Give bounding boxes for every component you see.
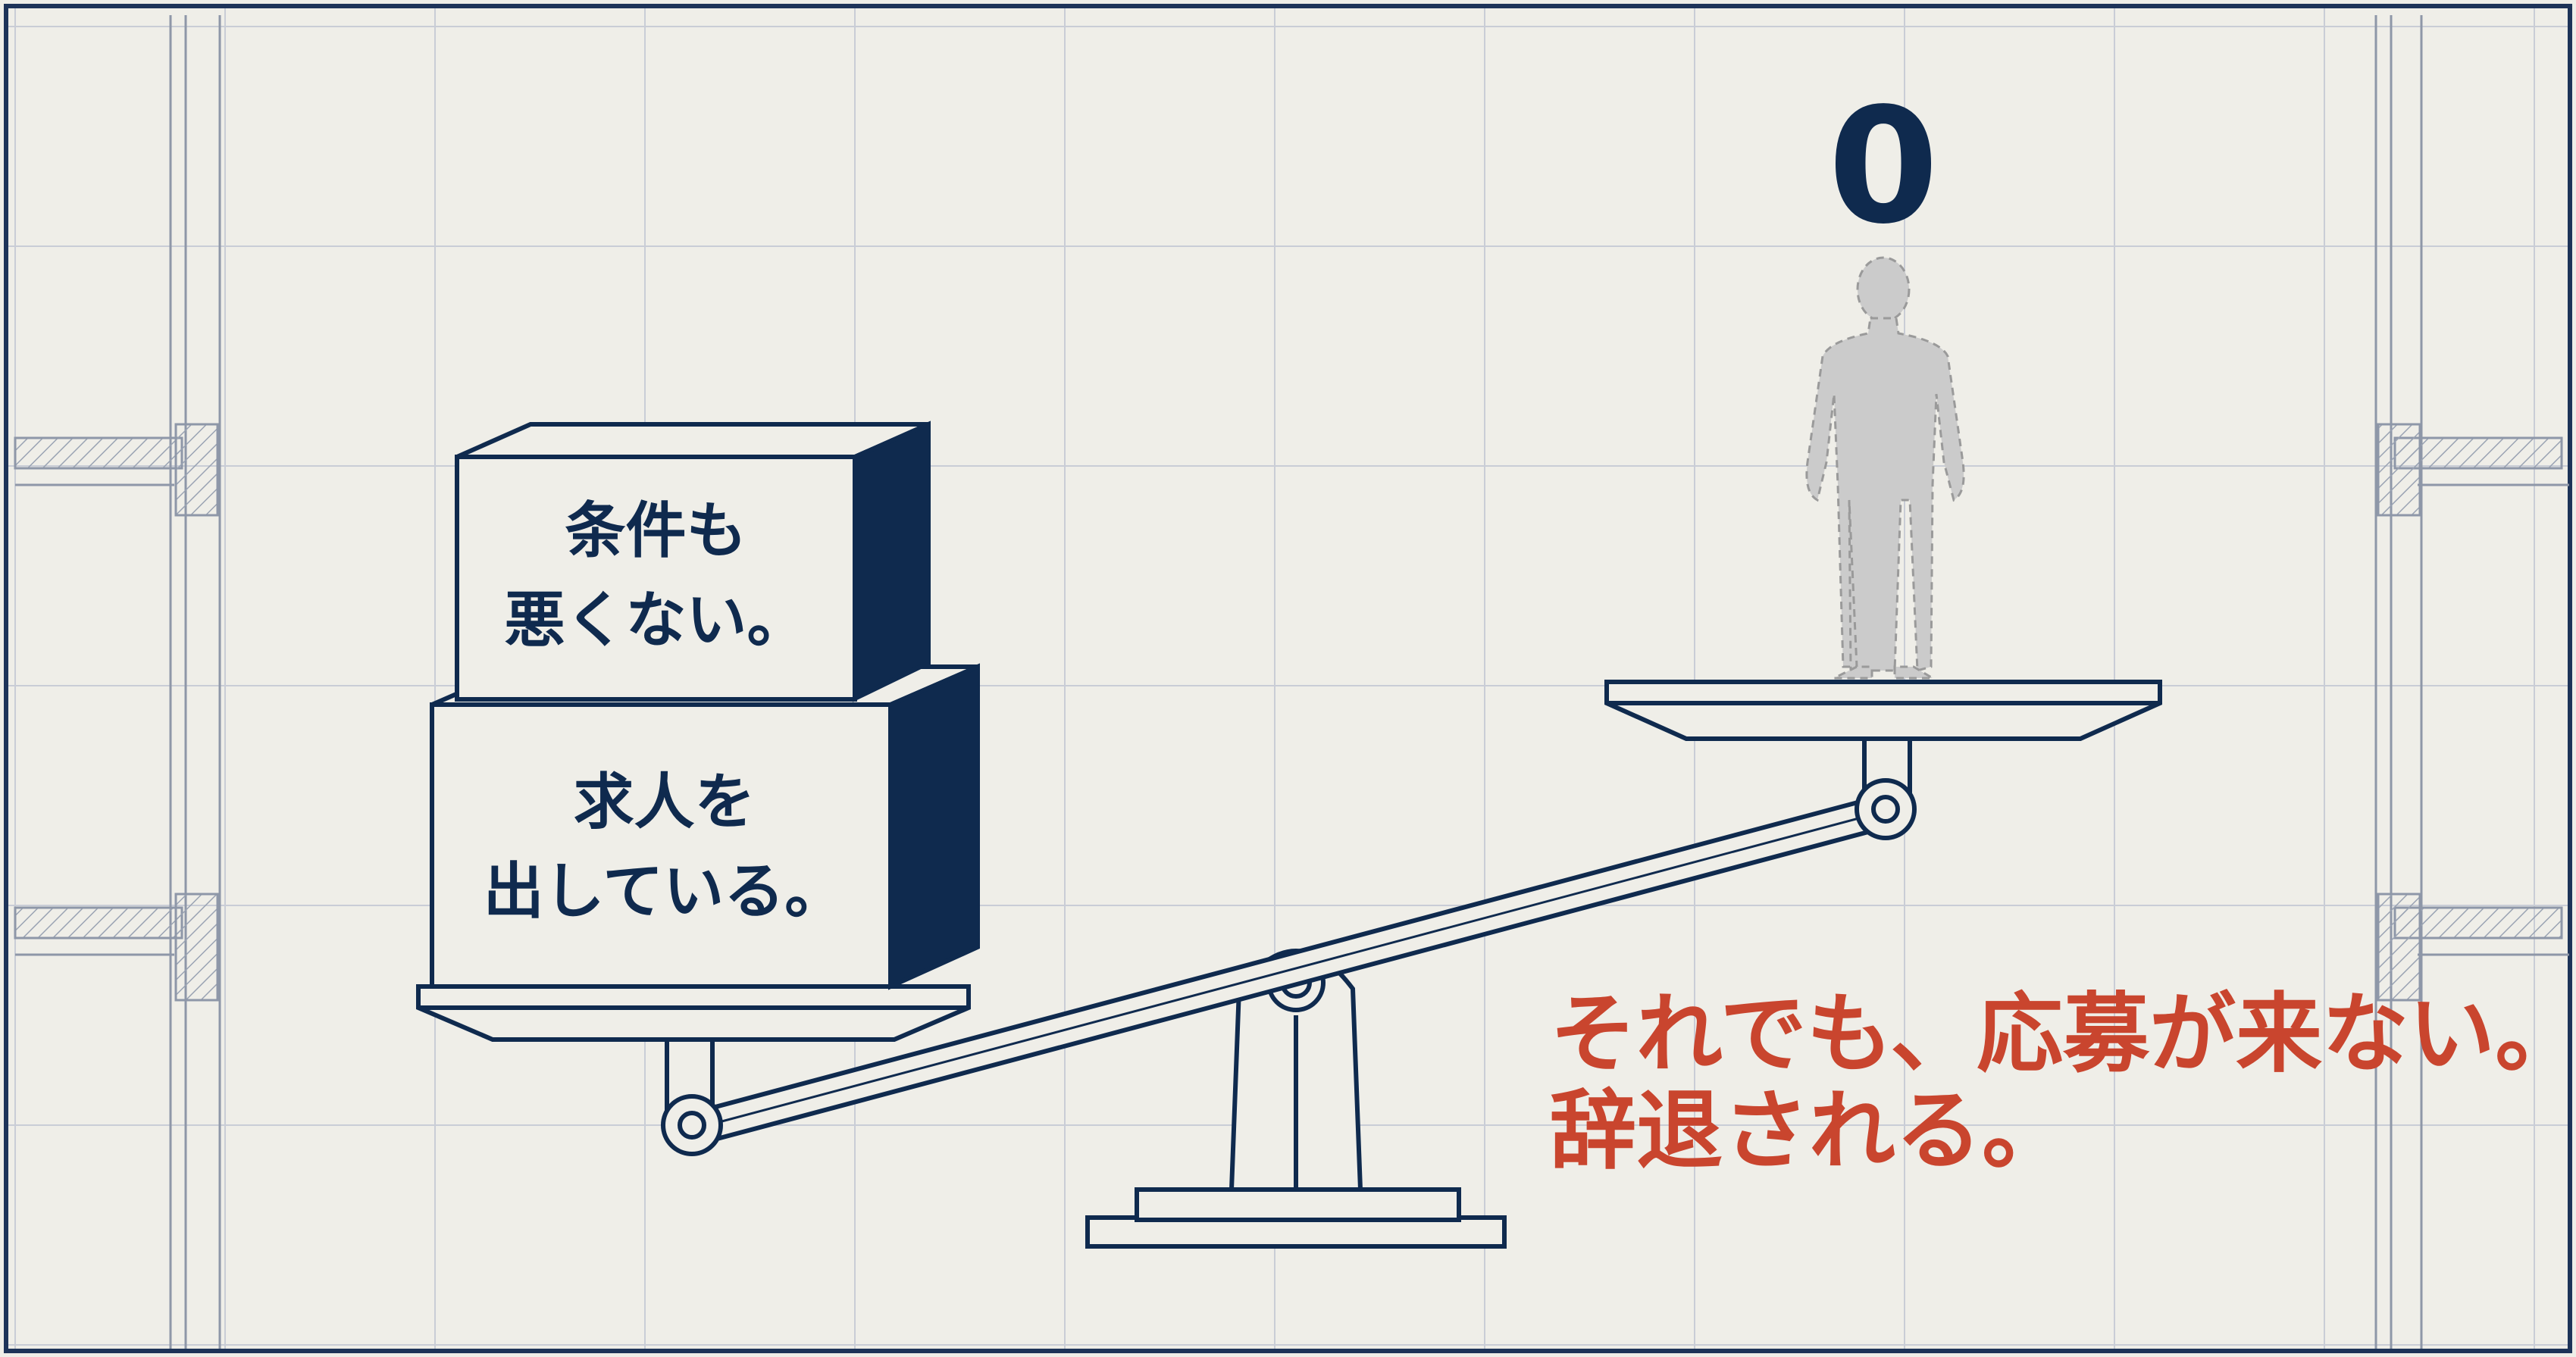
right-wall-detail: [2374, 15, 2569, 1349]
message-line2: 辞退される。: [1550, 1080, 2069, 1181]
box-job-posting-label: 求人を 出している。: [435, 758, 894, 936]
box-job-posting-line2: 出している。: [483, 856, 846, 927]
counter-value: 0: [1827, 73, 1939, 259]
box-conditions: [455, 421, 931, 702]
left-pan: [416, 984, 971, 1156]
blueprint-grid: [8, 8, 2568, 1349]
message-line1: それでも、応募が来ない。: [1550, 983, 2576, 1084]
box-conditions-line2: 悪くない。: [504, 585, 808, 655]
left-wall-detail: [14, 15, 221, 1349]
person-silhouette-icon: [1805, 256, 1965, 680]
message-text: それでも、応募が来ない。 辞退される。: [1550, 985, 2576, 1179]
frame-border: [4, 4, 2572, 1353]
box-job-posting-line1: 求人を: [573, 767, 756, 837]
box-conditions-label: 条件も 悪くない。: [457, 486, 855, 665]
box-conditions-line1: 条件も: [565, 496, 747, 566]
right-pan: [1604, 680, 2162, 840]
